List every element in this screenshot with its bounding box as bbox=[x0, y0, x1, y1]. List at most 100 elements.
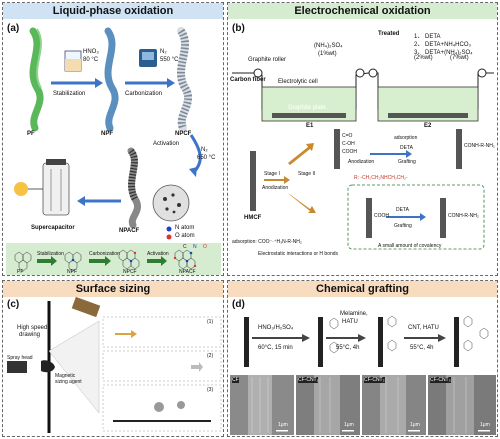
scale-bar-label-3: 1μm bbox=[410, 422, 420, 428]
panel-d-letter: (d) bbox=[232, 299, 245, 310]
activation-label: Activation bbox=[153, 141, 180, 147]
drawing-label: drawing bbox=[19, 332, 41, 338]
step1-condition-label: 60°C, 15 min bbox=[258, 345, 293, 351]
wt25-label: (2%wt) bbox=[414, 55, 433, 61]
panel-d-graphics bbox=[230, 315, 496, 435]
cf-fiber-2 bbox=[318, 317, 323, 367]
pf-fiber bbox=[29, 27, 44, 132]
cf-fiber-1 bbox=[244, 317, 249, 367]
spray-head-box bbox=[7, 361, 27, 373]
mechanism-box-1 bbox=[102, 316, 222, 348]
adsorption-formula-label: adsorption: COO⁻·⁺H₃N-R-NH₂ bbox=[232, 239, 302, 245]
grafted-fiber-top bbox=[456, 129, 462, 169]
n-atom-legend-dot bbox=[166, 226, 172, 232]
sub-act-label: Activation bbox=[147, 251, 169, 257]
panel-a-header: Liquid-phase oxidation bbox=[3, 3, 223, 19]
cooh-label-1: COOH bbox=[342, 149, 357, 155]
nh4so4-label: (NH₄)₂SO₄ bbox=[314, 43, 343, 49]
light-bulb-icon bbox=[14, 182, 28, 196]
stage1-label: Stage I bbox=[264, 171, 280, 177]
npacf-magnified-view bbox=[152, 184, 190, 222]
pf-label: PF bbox=[27, 131, 35, 137]
spray-device bbox=[41, 360, 55, 373]
carbon-fiber-label: Carbon fiber bbox=[230, 77, 266, 83]
npacf-fiber bbox=[127, 147, 141, 229]
panel-c-graphics bbox=[7, 296, 222, 433]
cf-fiber-3 bbox=[378, 317, 383, 367]
sub-npf-label: NPF bbox=[67, 269, 77, 275]
sem-cf-label: CF bbox=[232, 377, 239, 383]
sub-stab-label: Stabilization bbox=[37, 251, 64, 257]
anodization-label-2: Anodization bbox=[262, 185, 289, 191]
r-formula-label: R: -CH₂CH₂NHCH₂CH₂- bbox=[354, 175, 408, 181]
conh-label-2: CONH-R-NH₂ bbox=[448, 213, 479, 219]
magnetic-label: Magnetic bbox=[55, 373, 76, 379]
supercapacitor-device bbox=[42, 159, 70, 216]
mechanism-box-2 bbox=[102, 350, 222, 382]
wt1-label: (1%wt) bbox=[318, 51, 337, 57]
adsorbed-fiber-bottom bbox=[366, 198, 372, 238]
hmcf-label: HMCF bbox=[244, 215, 262, 221]
co-label-1: C=O bbox=[342, 133, 353, 139]
coh-label-1: C-OH bbox=[342, 141, 355, 147]
conh-label-1: CONH-R-NH₂ bbox=[464, 143, 495, 149]
sem-images bbox=[230, 375, 496, 435]
sub-carb-label: Carbonization bbox=[89, 251, 120, 257]
step2-condition-label: 55°C, 4h bbox=[336, 345, 360, 351]
n2-carb-label: N₂ bbox=[160, 49, 167, 55]
panel-b-graphics bbox=[232, 68, 494, 250]
annotation-3: (3) bbox=[207, 387, 214, 393]
legend-o: O bbox=[203, 244, 207, 250]
electrolytic-cell-label: Electrolytic cell bbox=[278, 79, 318, 85]
wt7-label: (7%wt) bbox=[450, 55, 469, 61]
step2-reagent-label: Melamine, bbox=[340, 311, 368, 317]
option-3-label: 3、 DETA+(NH₄)₂SO₄ bbox=[414, 50, 473, 56]
carbonization-label: Carbonization bbox=[125, 91, 163, 97]
spray-cone bbox=[48, 320, 100, 414]
panel-b-electrochemical-oxidation: Electrochemical oxidation (b) bbox=[227, 2, 498, 276]
step2-hatu-label: HATU bbox=[342, 319, 358, 325]
grafting-label-1: Grafting bbox=[398, 159, 416, 165]
panel-c-header: Surface sizing bbox=[3, 281, 223, 297]
grafting-label-2: Grafting bbox=[394, 223, 412, 229]
treated-label: Treated bbox=[378, 31, 400, 37]
scale-bar-label-4: 1μm bbox=[480, 422, 490, 428]
option-1-label: 1、 DETA bbox=[414, 34, 441, 40]
option-2-label: 2、 DETA+NH₄HCO₃ bbox=[414, 42, 471, 48]
graphite-plate-e1 bbox=[272, 113, 346, 118]
stage2-label: Stage II bbox=[298, 171, 316, 177]
n2-act-temp-label: 650 °C bbox=[197, 155, 216, 161]
graphite-plate-label: Graphite plate bbox=[288, 105, 326, 111]
panel-b-header: Electrochemical oxidation bbox=[228, 3, 497, 19]
small-amount-label: A small amount of covalency bbox=[378, 243, 442, 249]
adsorption-label-1: adsorption bbox=[394, 135, 418, 141]
legend-n: N bbox=[193, 244, 197, 250]
cf-fiber-4 bbox=[454, 317, 459, 367]
panel-d-header: Chemical grafting bbox=[228, 281, 497, 297]
stabilization-label: Stabilization bbox=[53, 91, 86, 97]
sem-cf-cnt1-label: CF-CNT₁ bbox=[298, 377, 319, 383]
npacf-label: NPACF bbox=[119, 228, 140, 234]
step3-condition-label: 55°C, 4h bbox=[410, 345, 434, 351]
sub-npcf-label: NPCF bbox=[123, 269, 137, 275]
mechanism-box-3 bbox=[102, 384, 222, 432]
e1-label: E1 bbox=[306, 123, 314, 129]
npcf-label: NPCF bbox=[175, 131, 192, 137]
annotation-1: (1) bbox=[207, 319, 214, 325]
sizing-agent-label: sizing agent bbox=[55, 379, 82, 385]
hmcf-fiber bbox=[250, 151, 256, 211]
deta-label-2: DETA bbox=[396, 207, 409, 213]
sub-npacf-label: NPACF bbox=[179, 269, 196, 275]
cooh-label-2: COOH bbox=[374, 213, 389, 219]
hno3-temp-label: 80 °C bbox=[83, 57, 99, 63]
hno3-label: HNO₃ bbox=[83, 49, 99, 55]
step1-reagent-label: HNO₃/H₂SO₄ bbox=[258, 325, 294, 331]
n2-act-label: N₂ bbox=[201, 147, 208, 153]
step3-reagent-label: CNT, HATU bbox=[408, 325, 439, 331]
spray-head-label: Spray head bbox=[7, 355, 33, 361]
legend-c: C bbox=[183, 244, 187, 250]
sem-cf-cnt2-label: CF-CNT₂ bbox=[364, 377, 385, 383]
deta-label-1: DETA bbox=[400, 145, 413, 151]
sizing-tank bbox=[71, 296, 101, 318]
